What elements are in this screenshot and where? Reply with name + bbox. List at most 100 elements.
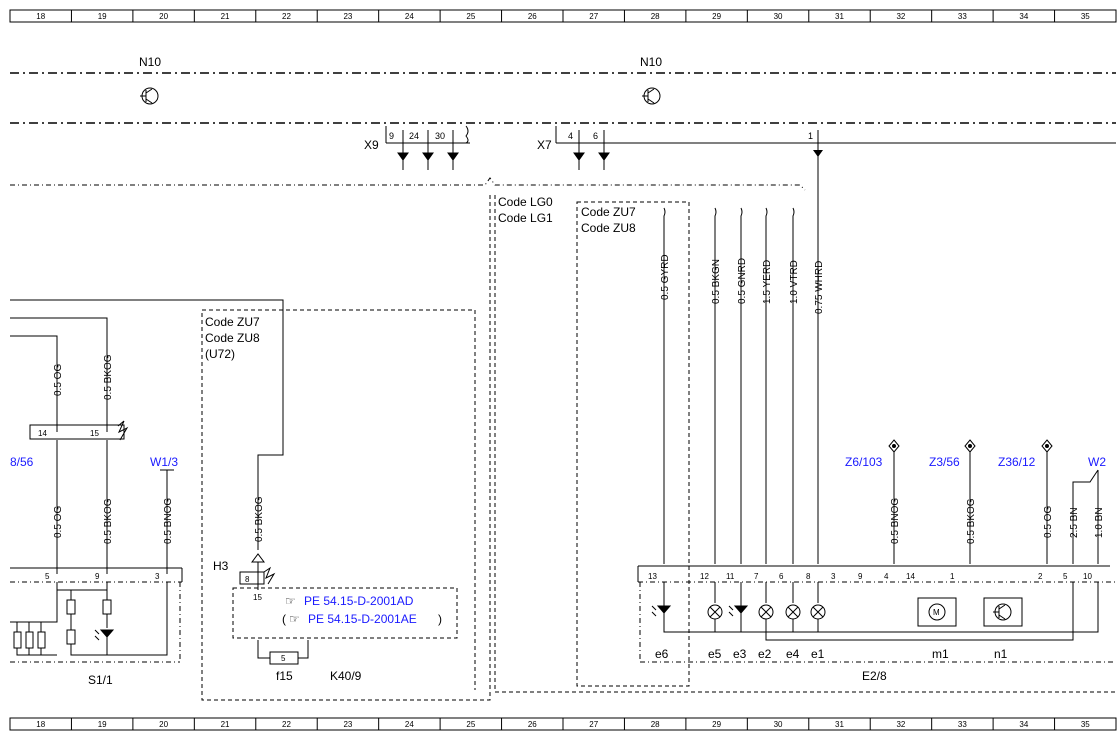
grid-column-label: 25 [466, 720, 475, 729]
component-f15: f15 [276, 669, 293, 683]
wire-whrd: 0.75 WHRD [814, 261, 825, 314]
ref-pe2-paren-open: ( [282, 612, 286, 626]
component-e5: e5 [708, 647, 722, 661]
wire-left-bkog-top: 0.5 BKOG [103, 354, 114, 400]
ref-8-56[interactable]: 8/56 [10, 455, 34, 469]
ref-pe-54-15-2001ae[interactable]: PE 54.15-D-2001AE [308, 612, 417, 626]
pin-s11-14: 14 [38, 429, 47, 438]
s11-switch-block: 5 9 3 [10, 567, 183, 663]
pin-x7-6: 6 [593, 131, 598, 141]
grid-column-label: 31 [835, 720, 844, 729]
code-box-lg [494, 195, 1116, 693]
grid-column-label: 33 [958, 720, 967, 729]
grid-column-label: 24 [405, 12, 414, 21]
ref-z3-56[interactable]: Z3/56 [929, 455, 960, 469]
grid-column-label: 31 [835, 12, 844, 21]
connector-x9: X9 9 24 30 [364, 125, 470, 170]
pin-e28-5: 5 [1063, 572, 1068, 581]
grid-column-label: 18 [36, 12, 45, 21]
grid-column-label: 20 [159, 12, 168, 21]
motor-icon: M [917, 597, 957, 627]
pin-e28-14: 14 [906, 572, 915, 581]
wire-yerd: 1.5 YERD [762, 260, 773, 304]
grid-column-label: 20 [159, 720, 168, 729]
code-lg0: Code LG0 [498, 195, 553, 209]
wire-vtrd: 1.0 VTRD [789, 260, 800, 304]
wire-z3-bkog: 0.5 BKOG [966, 498, 977, 544]
pin-s11-9: 9 [95, 572, 100, 581]
component-h3: H3 [213, 559, 229, 573]
component-e4: e4 [786, 647, 800, 661]
code-u72-left: (U72) [205, 347, 235, 361]
right-wiring [663, 207, 1099, 564]
component-e2-8: E2/8 [862, 669, 887, 683]
module-label-right: N10 [640, 55, 662, 69]
grid-column-label: 24 [405, 720, 414, 729]
pin-right-1: 1 [808, 131, 813, 141]
pin-x9-9: 9 [389, 131, 394, 141]
code-zu8-left: Code ZU8 [205, 331, 260, 345]
grid-column-label: 26 [528, 12, 537, 21]
grid-column-label: 19 [98, 12, 107, 21]
grid-column-label: 19 [98, 720, 107, 729]
pin-e28-6: 6 [779, 572, 784, 581]
pin-e28-7: 7 [754, 572, 759, 581]
ref-w2[interactable]: W2 [1088, 455, 1106, 469]
wire-gnrd: 0.5 GNRD [737, 258, 748, 304]
grid-column-label: 21 [221, 720, 230, 729]
wire-z36-og: 0.5 OG [1043, 506, 1054, 538]
pin-e28-13: 13 [648, 572, 657, 581]
resistor-top-icon [117, 420, 129, 441]
grid-column-label: 35 [1081, 12, 1090, 21]
ground-diamond-icons [888, 439, 1053, 453]
left-wiring [10, 299, 284, 574]
component-s1-1: S1/1 [88, 673, 113, 687]
k40-box [232, 587, 458, 639]
ref-pe2-paren-close: ) [438, 612, 442, 626]
grid-column-label: 33 [958, 12, 967, 21]
fuse-f15-value: 5 [281, 654, 286, 663]
code-zu7-right: Code ZU7 [581, 205, 636, 219]
pin-e28-9: 9 [858, 572, 863, 581]
component-k40-9: K40/9 [330, 669, 362, 683]
wire-w2-bn25: 2.5 BN [1069, 507, 1080, 538]
wire-gyrd: 0.5 GYRD [660, 254, 671, 300]
wire-w2-bn10: 1.0 BN [1094, 507, 1105, 538]
grid-column-label: 28 [651, 12, 660, 21]
transistor-icon-left [140, 87, 159, 105]
pin-x7-4: 4 [568, 131, 573, 141]
ref-w1-3[interactable]: W1/3 [150, 455, 178, 469]
h3-connector-icon [239, 553, 276, 590]
transistor-icon-n1 [983, 597, 1023, 627]
wire-z6-bnog: 0.5 BNOG [890, 498, 901, 544]
wire-bkgn: 0.5 BKGN [711, 259, 722, 304]
wire-left-bkog-bot: 0.5 BKOG [103, 498, 114, 544]
component-m1: m1 [932, 647, 949, 661]
ref-pe-54-15-2001ad[interactable]: PE 54.15-D-2001AD [304, 594, 414, 608]
grid-column-label: 29 [712, 720, 721, 729]
module-label-left: N10 [139, 55, 161, 69]
grid-column-label: 27 [589, 720, 598, 729]
ref-z6-103[interactable]: Z6/103 [845, 455, 883, 469]
pointer-hand-icon-2: ☞ [289, 612, 300, 626]
pin-s11-3: 3 [155, 572, 160, 581]
wire-left-og-top: 0.5 OG [53, 364, 64, 396]
pin-e28-2: 2 [1038, 572, 1043, 581]
grid-column-label: 30 [774, 12, 783, 21]
pin-e28-11: 11 [726, 572, 735, 581]
grid-column-label: 23 [343, 720, 352, 729]
pin-e28-10: 10 [1083, 572, 1092, 581]
grid-column-label: 22 [282, 720, 291, 729]
component-e2: e2 [758, 647, 772, 661]
component-n1: n1 [994, 647, 1008, 661]
pin-e28-4: 4 [884, 572, 889, 581]
grid-column-label: 35 [1081, 720, 1090, 729]
connector-x7-label: X7 [537, 138, 552, 152]
ref-z36-12[interactable]: Z36/12 [998, 455, 1036, 469]
component-e3: e3 [733, 647, 747, 661]
component-e6: e6 [655, 647, 669, 661]
